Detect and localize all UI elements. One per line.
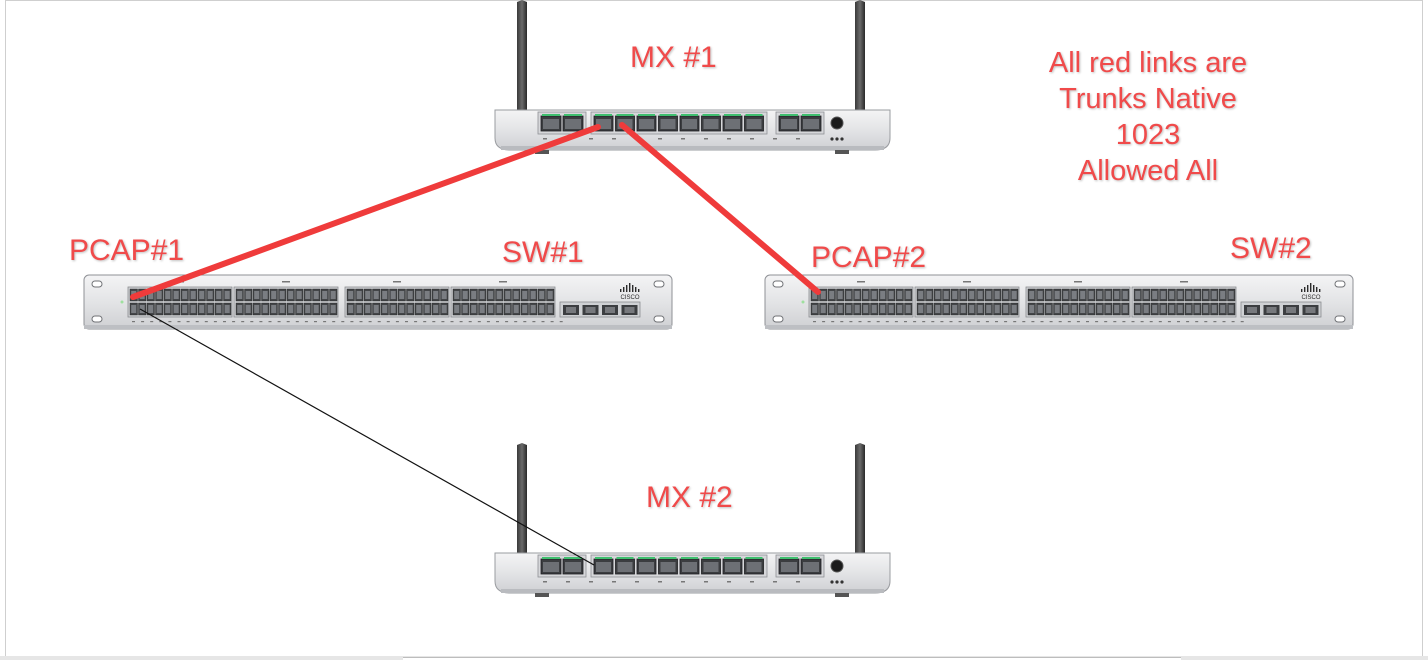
status-led (801, 300, 805, 304)
bottom-scrollbar-thumb[interactable] (403, 657, 1181, 661)
cisco-logo-bar (635, 287, 637, 292)
cisco-logo-bar (623, 287, 625, 292)
trunk-note: All red links are Trunks Native 1023 All… (1030, 45, 1266, 189)
cisco-logo-bar (626, 285, 628, 292)
antenna-left (517, 0, 527, 120)
port-led (638, 114, 655, 116)
antenna-right (855, 0, 865, 120)
mount-hole (1334, 315, 1346, 323)
port-led (595, 557, 612, 559)
trunk-note-line-4: Allowed All (1077, 155, 1219, 187)
sw1-switch: CISCO (83, 274, 673, 330)
pcap2-label: PCAP#2 (811, 241, 927, 274)
cisco-logo-bar (1301, 289, 1303, 292)
mount-hole (1334, 280, 1346, 288)
port-led (681, 114, 698, 116)
cisco-logo-text: CISCO (620, 295, 639, 301)
mx1-label: MX #1 (630, 41, 717, 74)
cisco-logo-bar (638, 289, 640, 292)
power-jack (830, 116, 844, 130)
cisco-logo-bar (1313, 285, 1315, 292)
antenna-right (855, 443, 865, 563)
port-led (616, 114, 634, 116)
pcap1-label: PCAP#1 (69, 234, 185, 267)
port-led (595, 114, 612, 116)
antenna-left (517, 443, 527, 563)
mx2-router (494, 443, 891, 597)
port-led (802, 114, 820, 116)
port-led (564, 557, 582, 559)
mount-hole (653, 280, 665, 288)
cisco-logo-bar (620, 289, 622, 292)
diagram-frame (5, 0, 1423, 656)
cisco-logo-bar (1310, 283, 1312, 292)
sw2-label: SW#2 (1230, 232, 1312, 265)
port-led (780, 557, 798, 559)
router-foot (835, 150, 849, 154)
cisco-logo-bar (1316, 287, 1318, 292)
port-led (542, 114, 560, 116)
mount-hole (772, 315, 784, 323)
mount-hole (772, 280, 784, 288)
port-led (780, 114, 798, 116)
port-led (745, 557, 763, 559)
cisco-logo-text: CISCO (1301, 295, 1320, 301)
port-led (659, 557, 677, 559)
trunk-link-mx1-sw2 (619, 122, 821, 295)
port-led (702, 114, 720, 116)
trunk-note-line-3: 1023 (1115, 119, 1181, 151)
cisco-logo-bar (1307, 285, 1309, 292)
mount-hole (91, 280, 103, 288)
cisco-logo-bar (1304, 287, 1306, 292)
links-layer (130, 122, 821, 566)
router-foot (835, 593, 849, 597)
port-led (724, 557, 741, 559)
cisco-logo-bar (629, 283, 631, 292)
cisco-logo-bar (1319, 289, 1321, 292)
sfp-block (1240, 301, 1322, 318)
cisco-logo-bar (632, 285, 634, 292)
mx1-router (494, 0, 891, 154)
trunk-note-line-1: All red links are (1048, 47, 1248, 79)
mount-hole (653, 315, 665, 323)
router-foot (535, 593, 549, 597)
port-led (542, 557, 560, 559)
port-led (638, 557, 655, 559)
mount-hole (91, 315, 103, 323)
port-led (702, 557, 720, 559)
port-led (724, 114, 741, 116)
port-led (745, 114, 763, 116)
trunk-note-line-2: Trunks Native (1059, 83, 1237, 115)
access-link-sw1-mx2 (139, 308, 595, 566)
port-led (802, 557, 820, 559)
status-led (120, 300, 124, 304)
port-led (564, 114, 582, 116)
trunk-link-mx1-sw1 (130, 124, 601, 300)
router-foot (535, 150, 549, 154)
power-jack (830, 559, 844, 573)
mx2-label: MX #2 (646, 481, 733, 514)
port-led (616, 557, 634, 559)
sw2-switch: CISCO (764, 274, 1354, 330)
sfp-block (559, 301, 641, 318)
sw1-label: SW#1 (502, 236, 584, 269)
port-led (681, 557, 698, 559)
port-led (659, 114, 677, 116)
